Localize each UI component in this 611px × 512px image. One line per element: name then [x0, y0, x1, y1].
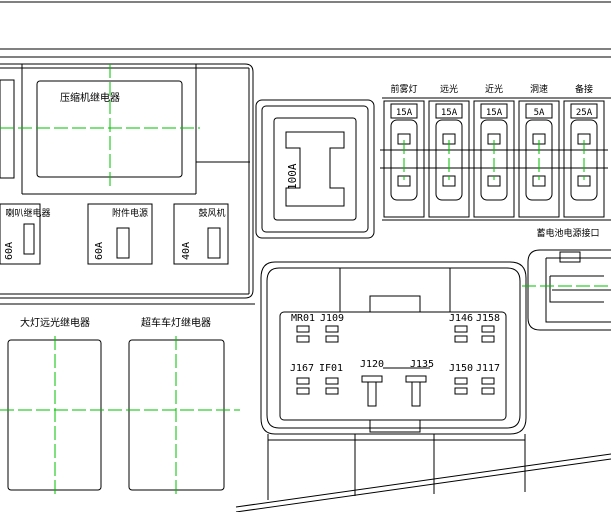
junction-j109: J109	[320, 313, 344, 324]
fuse-socket-blower: 40A 鼓风机	[173, 203, 229, 265]
compressor-relay-label: 压缩机继电器	[60, 91, 120, 104]
fuse-row: 前雾灯 15A 远光 15A 近光 15A	[380, 83, 611, 221]
fuse-socket-accessory-label: 附件电源	[112, 207, 148, 219]
fuse-speed-rating: 5A	[534, 108, 545, 118]
fuse-spare-label: 备接	[575, 83, 593, 95]
relay-overtake-label: 超车车灯继电器	[141, 316, 211, 329]
junction-block: MR01 J109 J146 J158 J167 IF01 J120 J135 …	[260, 261, 527, 435]
fuse-socket-horn-label: 喇叭继电器	[5, 207, 50, 219]
bottom-blocks	[267, 434, 526, 500]
fuse-spare-rating: 25A	[576, 108, 593, 118]
fuse-low-beam: 近光 15A	[470, 83, 518, 218]
battery-connector: 蓄电池电源接口	[527, 227, 611, 331]
battery-connector-label: 蓄电池电源接口	[536, 227, 599, 239]
fuse-socket-blower-rating: 40A	[181, 242, 192, 260]
fuse-fog-lamp-rating: 15A	[396, 108, 413, 118]
junction-terminals	[296, 325, 495, 407]
junction-j135: J135	[410, 359, 434, 370]
junction-mr01: MR01	[291, 313, 315, 324]
junction-if01: IF01	[319, 363, 343, 374]
fuse-spare: 备接 25A	[560, 83, 608, 218]
junction-j120: J120	[360, 359, 384, 370]
junction-j117: J117	[476, 363, 500, 374]
fuse-fog-lamp-label: 前雾灯	[390, 83, 417, 95]
junction-j146: J146	[449, 313, 473, 324]
relay-high-beam-label: 大灯远光继电器	[20, 316, 90, 329]
junction-j150: J150	[449, 363, 473, 374]
main-fuse: 100A	[255, 99, 375, 239]
junction-j167: J167	[290, 363, 314, 374]
fuse-socket-horn-rating: 60A	[4, 242, 15, 260]
fuse-high-beam-label: 远光	[440, 83, 458, 95]
centerlines	[0, 64, 611, 496]
fuse-speed-label: 洞速	[530, 84, 548, 95]
fuse-high-beam-rating: 15A	[441, 108, 458, 118]
fuse-socket-accessory: 60A 附件电源	[87, 203, 153, 265]
fuse-socket-accessory-rating: 60A	[94, 242, 105, 260]
fuse-low-beam-label: 近光	[485, 83, 503, 95]
bottom-diagonal-2	[235, 453, 611, 508]
fuse-socket-blower-label: 鼓风机	[198, 207, 225, 219]
relay-stub-left	[0, 79, 15, 179]
left-block-outline	[0, 63, 254, 299]
junction-j158: J158	[476, 313, 500, 324]
fuse-low-beam-rating: 15A	[486, 108, 503, 118]
fuse-socket-horn: 60A 喇叭继电器	[0, 203, 51, 265]
main-fuse-rating: 100A	[286, 163, 299, 190]
bottom-diagonal-1	[235, 458, 611, 512]
